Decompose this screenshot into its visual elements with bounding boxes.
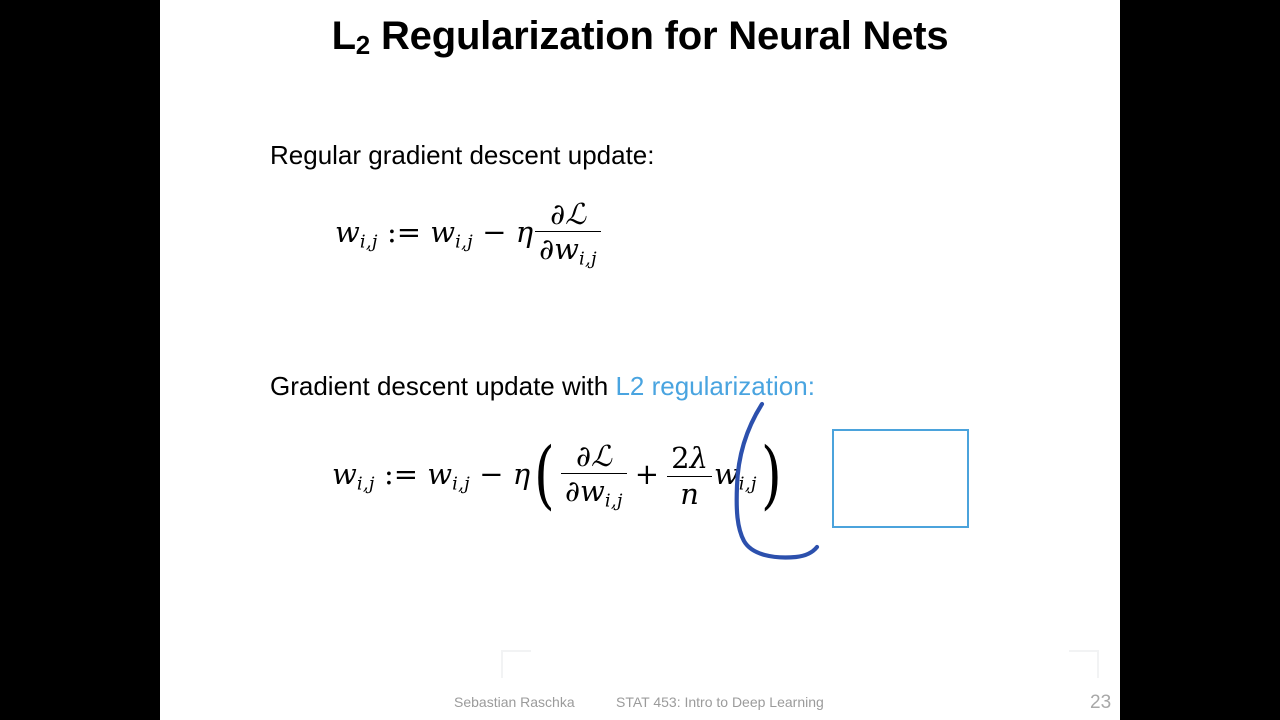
math-subscript-ij: i,j: [455, 231, 474, 253]
section-2-label-prefix: Gradient descent update with: [270, 371, 616, 401]
math-paren-close: ): [760, 432, 782, 519]
math-w: w: [335, 215, 360, 249]
letterbox-left: [0, 0, 160, 720]
fraction-denominator: n: [667, 475, 712, 511]
math-assign: :=: [383, 457, 419, 492]
math-minus: −: [482, 215, 507, 249]
footer-course: STAT 453: Intro to Deep Learning: [616, 694, 824, 710]
equation-gradient-descent: wi,j := wi,j − η ∂ℒ ∂wi,j: [335, 198, 603, 270]
math-eta: η: [515, 215, 534, 249]
section-2-label-accent: L2 regularization: [615, 371, 808, 401]
math-minus: −: [479, 457, 504, 492]
math-subscript-ij: i,j: [604, 490, 623, 512]
math-script-L: ℒ: [590, 439, 612, 473]
math-subscript-ij: i,j: [579, 248, 597, 270]
placeholder-corner-left: [501, 650, 531, 678]
footer-author: Sebastian Raschka: [454, 694, 575, 710]
math-lambda: λ: [689, 441, 708, 476]
footer-page-number: 23: [1090, 692, 1112, 713]
math-subscript-ij: i,j: [356, 473, 375, 495]
math-partial: ∂: [565, 474, 581, 509]
math-n: n: [680, 476, 699, 511]
title-base-before: L: [331, 14, 356, 58]
math-eta: η: [512, 457, 531, 492]
math-w: w: [580, 474, 605, 509]
slide-canvas: L2 Regularization for Neural Nets Regula…: [160, 0, 1120, 720]
l2-penalty-term: + 2λ n wi,j: [629, 442, 757, 510]
math-script-L: ℒ: [565, 197, 586, 231]
math-paren-open: (: [534, 432, 555, 519]
fraction-numerator: 2λ: [667, 442, 712, 475]
math-w: w: [554, 232, 579, 267]
page-title: L2 Regularization for Neural Nets: [160, 14, 1120, 61]
letterbox-right: [1120, 0, 1280, 720]
math-fraction-dL-dw: ∂ℒ ∂wi,j: [535, 198, 601, 270]
math-plus: +: [634, 457, 660, 491]
fraction-numerator: ∂ℒ: [561, 440, 627, 473]
math-two: 2: [671, 441, 690, 476]
math-subscript-ij: i,j: [738, 473, 757, 495]
math-subscript-ij: i,j: [452, 473, 471, 495]
math-w: w: [427, 457, 453, 492]
section-2-label: Gradient descent update with L2 regulari…: [270, 371, 815, 402]
math-fraction-dL-dw: ∂ℒ ∂wi,j: [561, 440, 627, 512]
equation-gradient-descent-l2: wi,j := wi,j − η( ∂ℒ ∂wi,j + 2λ n wi,j): [332, 432, 786, 519]
section-2-label-suffix: :: [807, 371, 815, 401]
section-1-label: Regular gradient descent update:: [270, 140, 655, 170]
equation-left-side: wi,j := wi,j − η: [332, 457, 530, 494]
placeholder-corner-right: [1069, 650, 1099, 678]
math-fraction-2lambda-n: 2λ n: [667, 442, 712, 510]
math-assign: :=: [386, 215, 422, 249]
math-subscript-ij: i,j: [359, 231, 378, 253]
title-subscript: 2: [355, 30, 371, 60]
math-partial: ∂: [575, 439, 591, 473]
fraction-denominator: ∂wi,j: [561, 473, 627, 512]
math-w: w: [713, 457, 739, 491]
math-partial: ∂: [539, 232, 555, 267]
fraction-denominator: ∂wi,j: [535, 231, 601, 270]
math-w: w: [332, 457, 357, 492]
fraction-numerator: ∂ℒ: [535, 198, 601, 231]
l2-penalty-term-highlight-box: [832, 429, 969, 528]
title-base-after: Regularization for Neural Nets: [370, 14, 949, 58]
math-w: w: [430, 215, 456, 249]
math-partial: ∂: [550, 197, 566, 231]
